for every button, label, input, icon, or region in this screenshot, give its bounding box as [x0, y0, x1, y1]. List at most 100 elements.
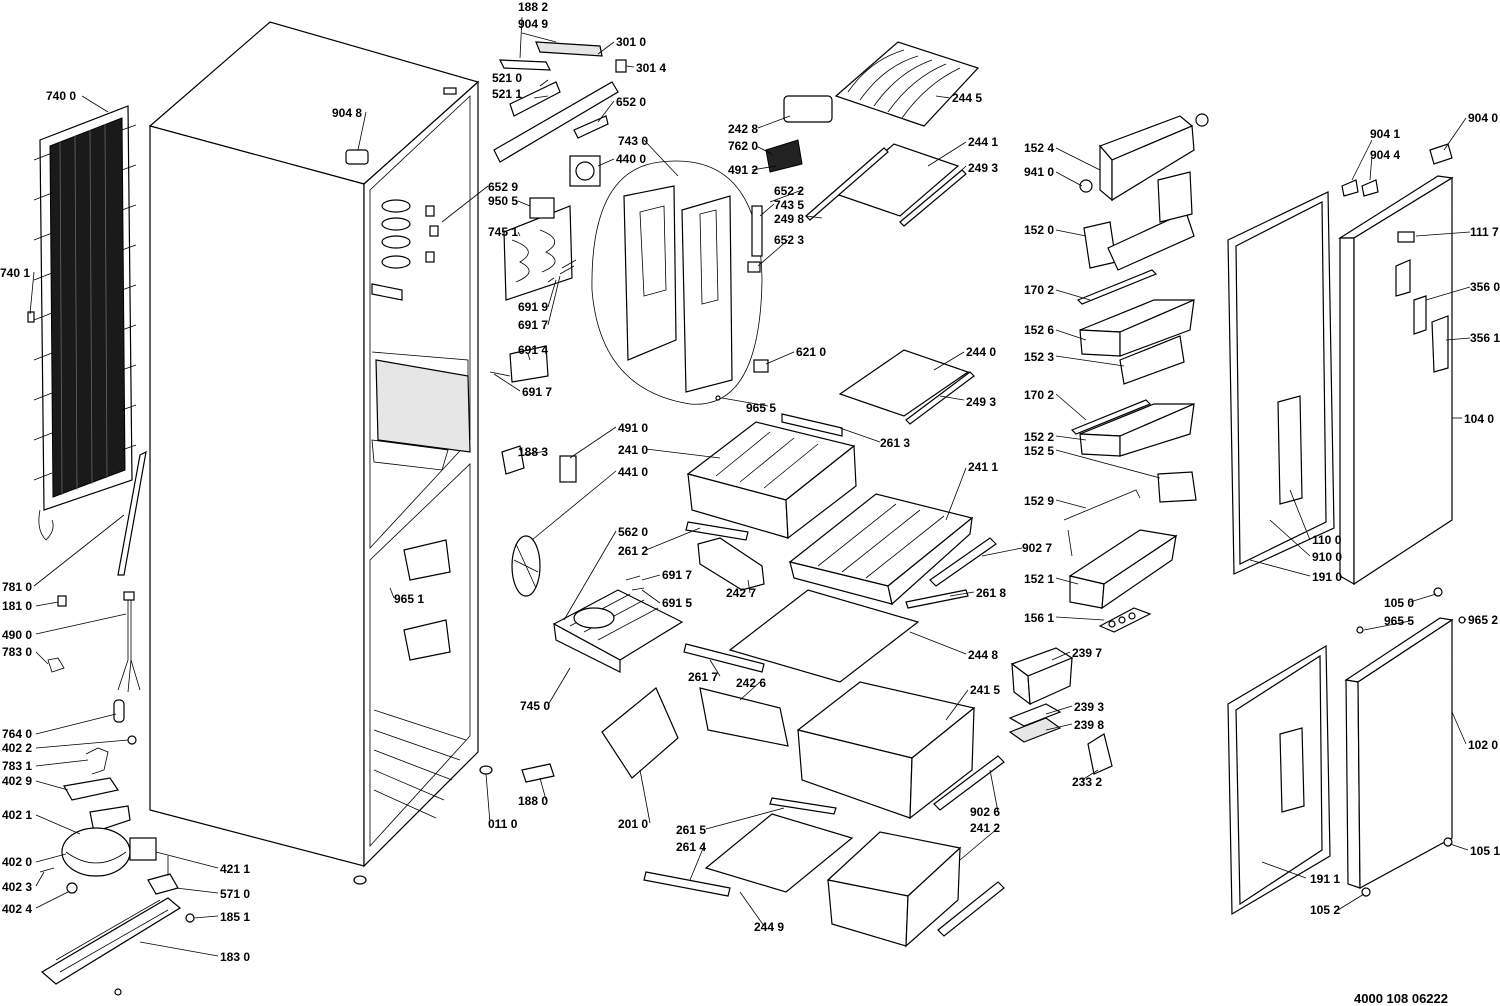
label-6917b: 691 7: [522, 385, 552, 399]
label-9410: 941 0: [1024, 165, 1054, 179]
label-1052: 105 2: [1310, 903, 1340, 917]
label-7401: 740 1: [0, 266, 30, 280]
plug-part: [127, 735, 137, 745]
label-6522: 652 2: [774, 184, 804, 198]
label-9505: 950 5: [488, 194, 518, 208]
small-cover: [615, 59, 627, 73]
screw-part: [1356, 626, 1364, 634]
label-0110: 011 0: [488, 817, 518, 831]
glass-shelf-bottom: [704, 813, 854, 893]
label-9655b: 965 5: [1384, 614, 1414, 628]
label-2613: 261 3: [880, 436, 910, 450]
wire-part: [559, 259, 577, 275]
label-4910: 491 0: [618, 421, 648, 435]
hinge-pin: [1433, 587, 1443, 597]
label-9048: 904 8: [332, 106, 362, 120]
bin-flap: [1157, 471, 1197, 503]
label-9655a: 965 5: [746, 401, 776, 415]
foil-part: [529, 197, 555, 219]
label-6915: 691 5: [662, 596, 692, 610]
label-3561: 356 1: [1470, 331, 1500, 345]
clip-part: [47, 657, 65, 673]
door-bin-bottom: [1068, 529, 1178, 610]
label-4022: 402 2: [2, 741, 32, 755]
label-1561: 156 1: [1024, 611, 1054, 625]
lamp-cover: [751, 205, 763, 257]
label-2493b: 249 3: [966, 395, 996, 409]
label-2398: 239 8: [1074, 718, 1104, 732]
label-2445: 244 5: [952, 91, 982, 105]
label-2448: 244 8: [968, 648, 998, 662]
egg-tray: [1098, 607, 1152, 633]
label-1882: 188 2: [518, 0, 548, 14]
label-2427: 242 7: [726, 586, 756, 600]
label-4020: 402 0: [2, 855, 32, 869]
label-1100: 110 0: [1312, 533, 1342, 547]
rail-part: [769, 797, 837, 815]
label-4023: 402 3: [2, 880, 32, 894]
label-9026: 902 6: [970, 805, 1000, 819]
label-6529: 652 9: [488, 180, 518, 194]
label-2393: 239 3: [1074, 700, 1104, 714]
label-5210: 521 0: [492, 71, 522, 85]
bracket-part: [601, 687, 679, 779]
drawer-upper: [686, 421, 857, 540]
evaporator-main: [552, 589, 684, 673]
fridge-door-gasket: [1227, 191, 1335, 575]
cover-part: [1361, 179, 1379, 197]
fridge-door: [1337, 175, 1454, 586]
relay-part: [113, 699, 125, 723]
label-2397: 239 7: [1072, 646, 1102, 660]
label-1702a: 170 2: [1024, 283, 1054, 297]
condenser-coil: [27, 105, 137, 541]
hinge-cover: [345, 149, 369, 165]
label-6917c: 691 7: [662, 568, 692, 582]
rail-part: [781, 413, 843, 437]
freezer-door-gasket: [1227, 644, 1331, 916]
screw-part: [185, 913, 195, 923]
cable-harness: [117, 591, 141, 693]
bracket-part: [85, 747, 109, 775]
valve-part: [147, 856, 179, 895]
label-1520: 152 0: [1024, 223, 1054, 237]
control-board: [509, 81, 561, 117]
wire-part: [625, 575, 645, 591]
label-2415: 241 5: [970, 683, 1000, 697]
grommet-part: [66, 882, 78, 894]
label-1910: 191 0: [1312, 570, 1342, 584]
label-4024: 402 4: [2, 902, 32, 916]
bin-rail: [1070, 399, 1152, 435]
label-1830: 183 0: [220, 950, 250, 964]
shelf-trim: [905, 371, 975, 425]
label-6210: 621 0: [796, 345, 826, 359]
label-4900: 490 0: [2, 628, 32, 642]
label-4021: 402 1: [2, 808, 32, 822]
hinge-cover-top: [1429, 143, 1453, 165]
plate-part: [699, 687, 789, 747]
label-4211: 421 1: [220, 862, 250, 876]
label-2410: 241 0: [618, 443, 648, 457]
cover-part: [535, 41, 603, 57]
drawer-bottom: [826, 831, 962, 948]
bracket-part: [521, 763, 555, 783]
clip-part: [57, 595, 67, 607]
label-2612: 261 2: [618, 544, 648, 558]
label-7430: 743 0: [618, 134, 648, 148]
label-1883: 188 3: [518, 445, 548, 459]
label-5620: 562 0: [618, 525, 648, 539]
base-frame: [40, 897, 182, 996]
tray-part: [63, 777, 119, 801]
lamp-holder: [573, 115, 609, 139]
label-1521: 152 1: [1024, 572, 1054, 586]
label-2493a: 249 3: [968, 161, 998, 175]
shelf-trim: [805, 147, 889, 221]
door-bin-top: [1098, 115, 1195, 202]
door-bin-holder: [1083, 171, 1195, 271]
label-2440: 244 0: [966, 345, 996, 359]
label-5211: 521 1: [492, 87, 522, 101]
pipe-part: [117, 450, 147, 576]
drawer-middle: [788, 493, 974, 606]
label-9049: 904 9: [518, 17, 548, 31]
glass-shelf-large: [728, 589, 920, 683]
